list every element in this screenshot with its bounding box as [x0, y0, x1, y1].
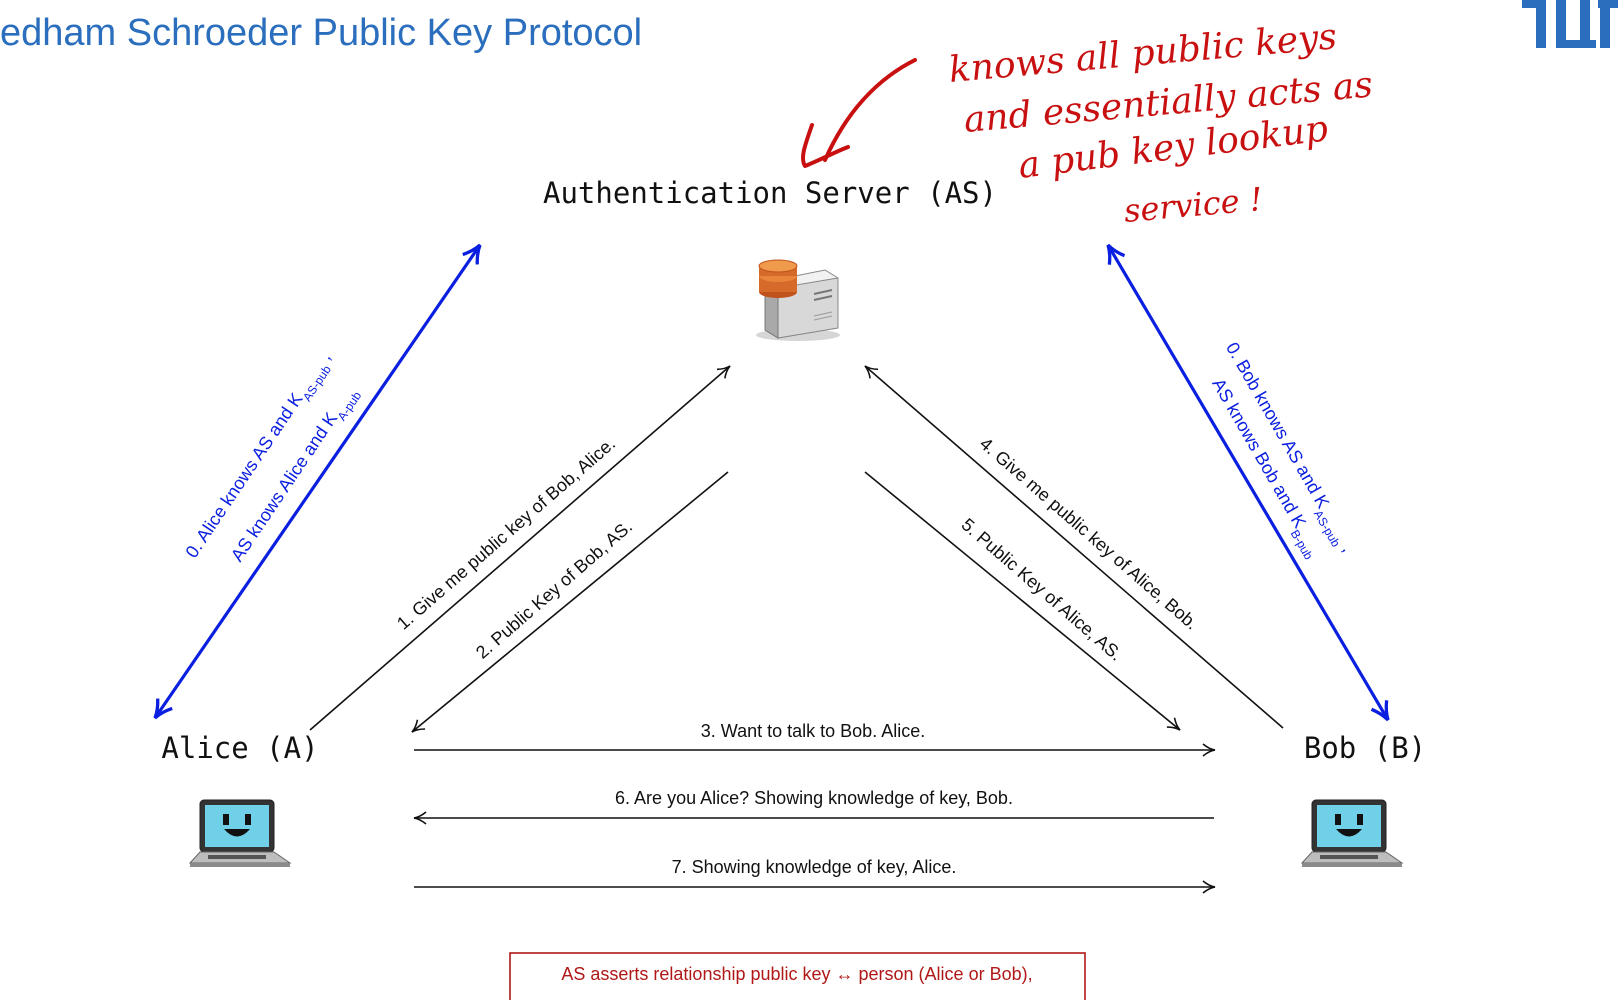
- server-label: Authentication Server (AS): [543, 176, 997, 210]
- arrow-step-1: [309, 365, 731, 731]
- annotation-arrowhead: [801, 123, 850, 168]
- alice-label: Alice (A): [161, 731, 318, 765]
- note-text: AS asserts relationship public key ↔ per…: [561, 964, 1032, 984]
- slide-title: edham Schroeder Public Key Protocol: [0, 12, 643, 54]
- step-6-label: 6. Are you Alice? Showing knowledge of k…: [615, 788, 1013, 808]
- blue-arrow-bob-as: [1106, 243, 1390, 722]
- arrow-step-2: [411, 471, 729, 733]
- tum-logo: [1522, 0, 1618, 48]
- annotation-arrow: [823, 58, 917, 162]
- bob-label: Bob (B): [1304, 731, 1426, 765]
- server-icon: [756, 259, 840, 341]
- bob-laptop-icon: [1300, 799, 1404, 867]
- arrow-step-5: [864, 471, 1181, 731]
- bob-prereq-line1: 0. Bob knows AS and KAS-pub ,: [1217, 339, 1359, 558]
- step-7-label: 7. Showing knowledge of key, Alice.: [672, 857, 957, 877]
- note-box: [509, 952, 1086, 1000]
- step-3-label: 3. Want to talk to Bob. Alice.: [701, 721, 925, 741]
- step-4-label: 4. Give me public key of Alice, Bob.: [976, 433, 1202, 633]
- annotation-line-4: service !: [1122, 180, 1264, 230]
- step-1-label: 1. Give me public key of Bob, Alice.: [393, 433, 619, 633]
- arrow-step-4: [864, 365, 1284, 729]
- blue-arrow-alice-as: [153, 243, 482, 720]
- alice-laptop-icon: [188, 799, 292, 867]
